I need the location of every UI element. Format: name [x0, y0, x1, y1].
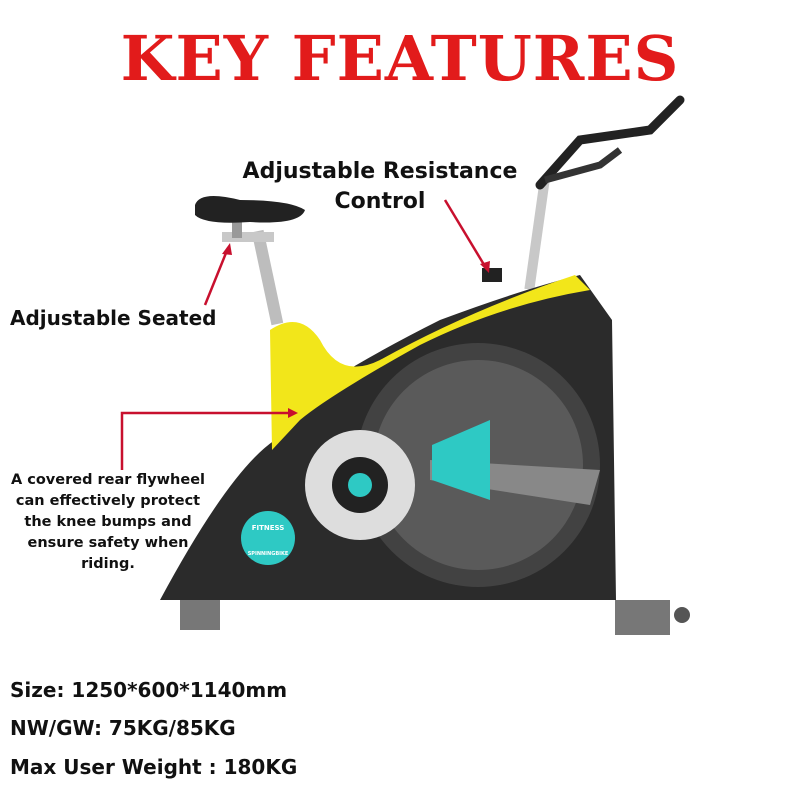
base-feet	[180, 600, 690, 635]
flywheel-callout: A covered rear flywheel can effectively …	[10, 472, 206, 572]
spec-size: Size: 1250*600*1140mm	[10, 678, 288, 702]
yellow-panel	[270, 275, 590, 450]
handlebar	[524, 95, 685, 291]
resistance-callout: Adjustable Resistance Control	[242, 159, 518, 214]
flywheel-cover	[305, 343, 600, 587]
seat-callout: Adjustable Seated	[10, 306, 217, 330]
seat	[195, 196, 305, 326]
fitness-badge: FITNESS SPINNINGBIKE	[241, 511, 295, 565]
resistance-knob	[482, 268, 502, 282]
callout-arrows	[120, 199, 490, 470]
badge-bottom: SPINNINGBIKE	[248, 551, 289, 557]
badge-top: FITNESS	[252, 524, 285, 532]
page-title: KEY FEATURES	[120, 22, 680, 95]
spec-max-user: Max User Weight : 180KG	[10, 755, 298, 779]
spec-weight: NW/GW: 75KG/85KG	[10, 716, 236, 740]
